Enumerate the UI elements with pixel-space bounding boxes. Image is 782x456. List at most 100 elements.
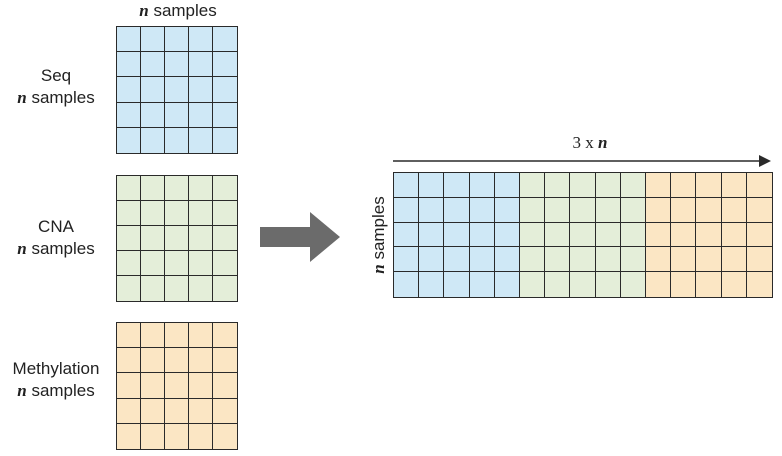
- matrix-cell: [165, 348, 189, 374]
- matrix-cell: [545, 197, 571, 223]
- matrix-cell: [646, 222, 672, 248]
- methylation-matrix: [116, 322, 238, 450]
- matrix-cell: [189, 398, 213, 424]
- n-symbol: n: [17, 239, 27, 258]
- matrix-cell: [570, 247, 596, 273]
- matrix-cell: [117, 176, 141, 201]
- top-samples-label: n samples: [118, 0, 238, 22]
- cna-name: CNA: [38, 217, 74, 236]
- samples-text: samples: [26, 381, 95, 400]
- matrix-cell: [189, 323, 213, 349]
- matrix-cell: [620, 247, 646, 273]
- matrix-cell: [595, 197, 621, 223]
- matrix-cell: [213, 276, 237, 301]
- n-symbol: n: [598, 133, 608, 152]
- matrix-cell: [165, 176, 189, 201]
- matrix-cell: [646, 247, 672, 273]
- matrix-cell: [520, 173, 546, 198]
- matrix-cell: [117, 201, 141, 226]
- matrix-cell: [570, 173, 596, 198]
- matrix-cell: [394, 247, 420, 273]
- n-symbol: n: [17, 381, 27, 400]
- matrix-cell: [469, 247, 495, 273]
- matrix-cell: [419, 247, 445, 273]
- matrix-cell: [620, 272, 646, 297]
- matrix-cell: [141, 251, 165, 276]
- matrix-cell: [213, 201, 237, 226]
- matrix-cell: [721, 272, 747, 297]
- matrix-cell: [213, 176, 237, 201]
- matrix-cell: [444, 272, 470, 297]
- samples-text: samples: [26, 88, 95, 107]
- matrix-cell: [520, 272, 546, 297]
- matrix-cell: [444, 247, 470, 273]
- matrix-cell: [117, 226, 141, 251]
- matrix-cell: [117, 251, 141, 276]
- matrix-cell: [646, 173, 672, 198]
- matrix-cell: [165, 201, 189, 226]
- cna-label: CNA n samples: [0, 216, 112, 260]
- matrix-cell: [469, 222, 495, 248]
- matrix-cell: [721, 197, 747, 223]
- matrix-cell: [394, 173, 420, 198]
- matrix-cell: [141, 276, 165, 301]
- seq-label: Seq n samples: [0, 65, 112, 109]
- matrix-cell: [620, 197, 646, 223]
- matrix-cell: [117, 52, 141, 78]
- matrix-cell: [746, 222, 772, 248]
- matrix-cell: [117, 27, 141, 53]
- matrix-cell: [165, 398, 189, 424]
- matrix-cell: [165, 52, 189, 78]
- matrix-cell: [141, 423, 165, 449]
- matrix-cell: [444, 222, 470, 248]
- matrix-cell: [444, 173, 470, 198]
- matrix-cell: [696, 247, 722, 273]
- matrix-cell: [620, 173, 646, 198]
- matrix-cell: [213, 77, 237, 103]
- matrix-cell: [117, 77, 141, 103]
- matrix-cell: [494, 197, 520, 223]
- matrix-cell: [494, 272, 520, 297]
- matrix-cell: [189, 423, 213, 449]
- matrix-cell: [746, 197, 772, 223]
- matrix-cell: [189, 276, 213, 301]
- combined-height-label: n samples: [368, 175, 390, 295]
- matrix-cell: [213, 373, 237, 399]
- matrix-cell: [444, 197, 470, 223]
- matrix-cell: [141, 127, 165, 153]
- methylation-name: Methylation: [12, 359, 100, 378]
- matrix-cell: [520, 247, 546, 273]
- cna-matrix: [116, 175, 238, 302]
- combined-matrix: [393, 172, 773, 298]
- matrix-cell: [520, 222, 546, 248]
- matrix-cell: [189, 373, 213, 399]
- matrix-cell: [141, 102, 165, 128]
- matrix-cell: [117, 423, 141, 449]
- matrix-cell: [494, 247, 520, 273]
- matrix-cell: [165, 77, 189, 103]
- matrix-cell: [165, 27, 189, 53]
- matrix-cell: [595, 173, 621, 198]
- samples-text: samples: [148, 1, 217, 20]
- matrix-cell: [671, 173, 697, 198]
- matrix-cell: [189, 348, 213, 374]
- matrix-cell: [213, 226, 237, 251]
- matrix-cell: [117, 398, 141, 424]
- matrix-cell: [165, 323, 189, 349]
- matrix-cell: [494, 222, 520, 248]
- matrix-cell: [671, 222, 697, 248]
- matrix-cell: [394, 272, 420, 297]
- matrix-cell: [189, 52, 213, 78]
- matrix-cell: [117, 323, 141, 349]
- matrix-cell: [595, 247, 621, 273]
- matrix-cell: [746, 247, 772, 273]
- matrix-cell: [141, 373, 165, 399]
- matrix-cell: [213, 52, 237, 78]
- matrix-cell: [165, 127, 189, 153]
- n-symbol: n: [17, 88, 27, 107]
- matrix-cell: [545, 173, 571, 198]
- matrix-cell: [189, 226, 213, 251]
- matrix-cell: [213, 127, 237, 153]
- matrix-cell: [189, 201, 213, 226]
- matrix-cell: [671, 197, 697, 223]
